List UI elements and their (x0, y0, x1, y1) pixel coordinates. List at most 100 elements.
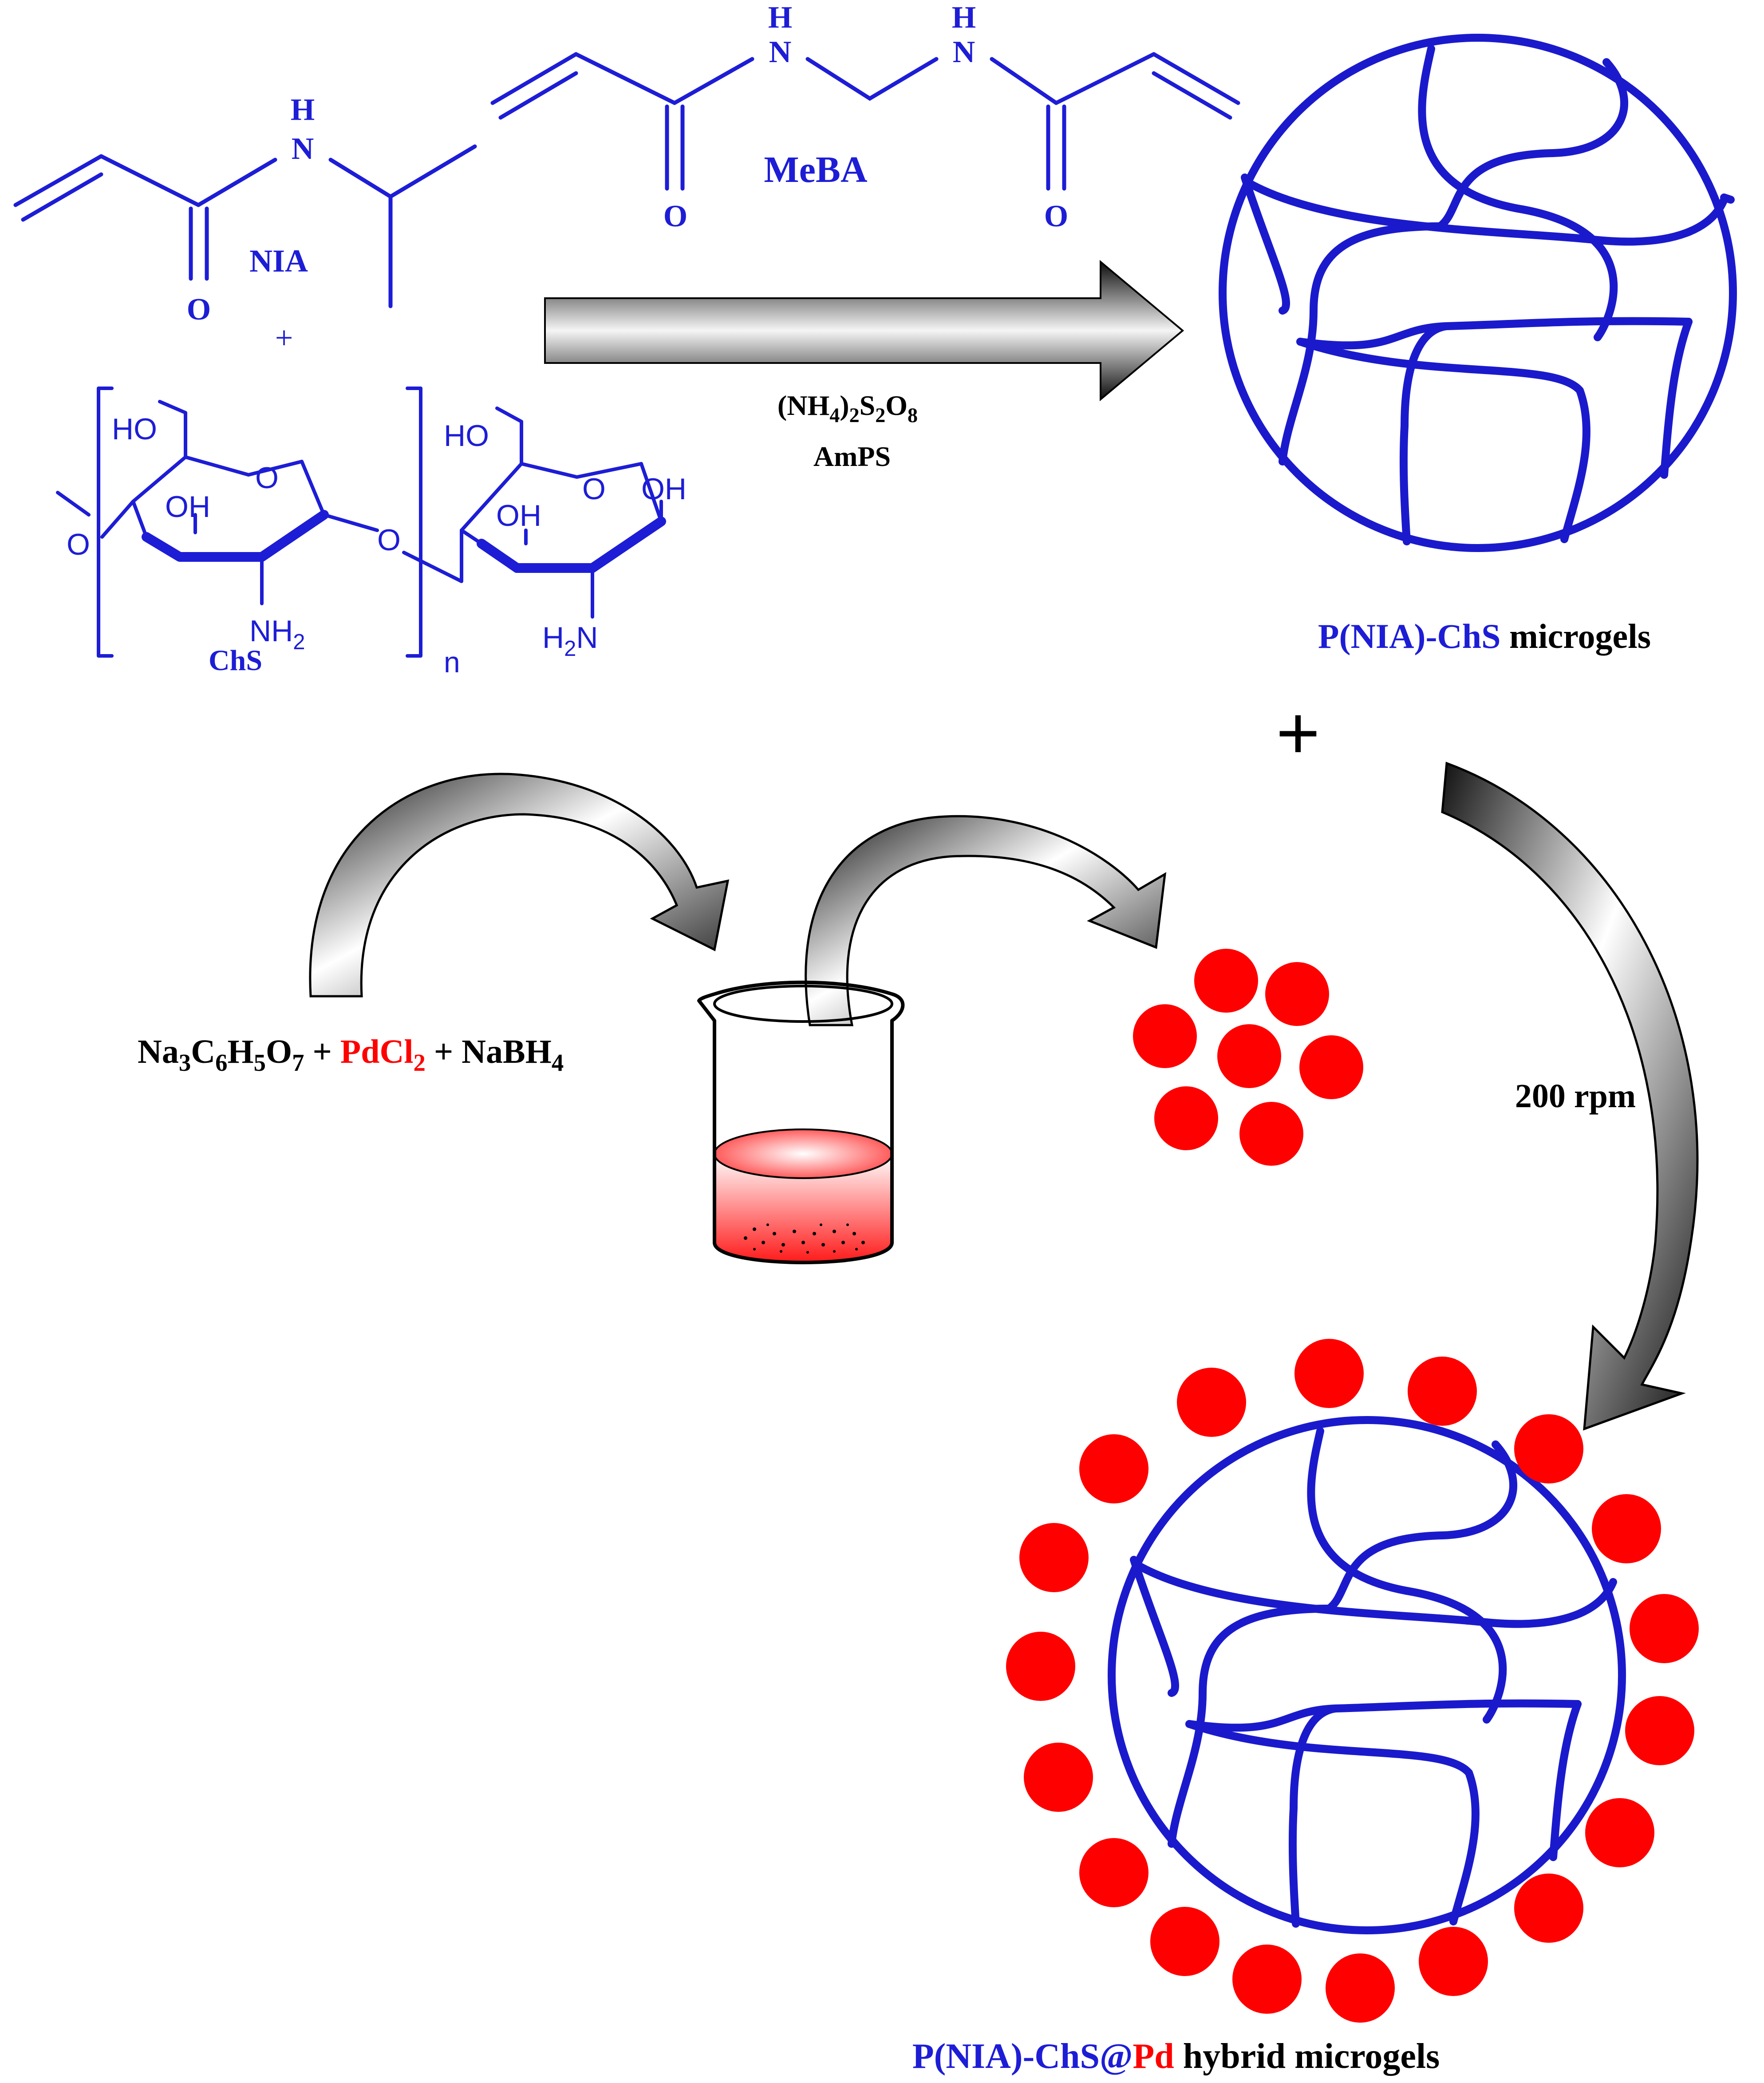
repeat-bracket-right (406, 387, 422, 658)
pd-nanoparticle (1419, 1927, 1488, 1996)
plus-big: + (1276, 691, 1320, 775)
meba-atom-o1: O (663, 199, 687, 233)
pd-nanoparticle (1177, 1368, 1246, 1437)
chs-left-ch2oh (158, 400, 187, 459)
nia-n-c-bond (328, 158, 393, 199)
chs-ring-left-right (300, 460, 326, 517)
chs-left-chain-o (56, 491, 135, 539)
pd-nanoparticle (1133, 1004, 1197, 1068)
pd-nanoparticle (1592, 1494, 1661, 1563)
pd-nanoparticle (1154, 1086, 1218, 1150)
hybrid-strand-4 (1130, 1556, 1179, 1697)
chs-oh-right-ring: OH (496, 499, 541, 533)
beaker-rim (713, 985, 893, 1023)
pd-nanoparticle (1630, 1594, 1699, 1663)
meba-carbonyl-left (665, 104, 685, 191)
chs-bridge-o: O (377, 523, 401, 557)
pd-nanoparticle (1232, 1945, 1302, 2014)
pd-nanoparticle (1625, 1696, 1694, 1765)
microgel-strand-4 (1241, 174, 1290, 315)
microgel-network (1219, 34, 1737, 552)
microgel-strand-6 (1296, 317, 1693, 350)
nia-atom-h: H (291, 93, 315, 127)
nia-vinyl-double-bond (13, 154, 103, 222)
microgel-boundary (1219, 34, 1737, 552)
hybrid-strand-6 (1185, 1699, 1582, 1732)
hybrid-strand-1 (1307, 1427, 1507, 1724)
hybrid-pd-shell (1006, 1339, 1699, 2023)
pd-nanoparticle (1408, 1357, 1477, 1426)
meba-atom-h1: H (768, 0, 792, 35)
repeat-bracket-left (97, 387, 114, 658)
pd-nanoparticle (1514, 1874, 1583, 1943)
pd-nanoparticle (1294, 1339, 1364, 1408)
chs-ring-o-right: O (582, 472, 606, 506)
plus-small: + (275, 320, 293, 355)
pd-nanoparticle-cluster (1133, 949, 1363, 1166)
reagent-name: AmPS (813, 441, 891, 472)
microgel-strand-8 (1660, 318, 1693, 479)
reaction-arrow-1 (544, 260, 1184, 402)
chs-bridge (322, 513, 463, 583)
meba-vinyl-left (490, 52, 578, 120)
reagent-label: (NH4)2S2O8 AmPS (777, 390, 918, 472)
pd-nanoparticle (1217, 1024, 1281, 1088)
chs-ring-o-left: O (255, 461, 279, 495)
nia-atom-n: N (292, 132, 314, 166)
beaker-liquid-surface (714, 1128, 893, 1179)
meba-label: MeBA (764, 149, 868, 190)
pd-nanoparticle (1265, 962, 1329, 1026)
microgel-strand-7 (1399, 322, 1451, 545)
microgel-strand-10 (1720, 193, 1735, 204)
nia-isopropyl-bonds (388, 144, 477, 308)
nia-label: NIA (249, 243, 308, 279)
microgel-strand-1 (1418, 45, 1618, 341)
chs-ring-right-back (520, 462, 643, 479)
nia-atom-o: O (187, 292, 211, 327)
chs-chain-o: O (67, 528, 90, 561)
chs-ring-right-right (639, 462, 663, 523)
pd-reactants: Na3C6H5O7 + PdCl2 + NaBH4 (138, 1033, 564, 1076)
hybrid-strand-8 (1549, 1700, 1582, 1861)
meba-methylene (805, 57, 939, 101)
hybrid-strand-3 (1132, 1560, 1617, 1628)
hybrid-strand-2 (1325, 1440, 1517, 1613)
meba-labels: H N H N O O MeBA (663, 0, 1068, 233)
meba-atom-o2: O (1044, 199, 1068, 233)
beaker-glass (697, 980, 905, 1264)
chs-labels: HO OH O NH2 O HO OH O OH H2N O n ChS (67, 412, 687, 679)
pd-nanoparticle (1239, 1102, 1303, 1166)
nia-molecule (13, 144, 477, 308)
hybrid-microgel-boundary (1108, 1416, 1626, 1934)
chs-oh-right-anomeric: OH (641, 472, 687, 506)
meba-atom-n1: N (769, 35, 792, 69)
chs-label: ChS (209, 644, 262, 677)
chs-nh2-left: NH2 (249, 614, 305, 654)
meba-c-c-right (1054, 52, 1156, 105)
pd-nanoparticle (1079, 1838, 1148, 1907)
meba-c-c-left (574, 52, 677, 105)
reagent-formula: (NH4)2S2O8 (777, 390, 918, 426)
pd-nanoparticle (1150, 1907, 1219, 1976)
beaker-liquid-body (714, 1154, 892, 1262)
beaker (697, 980, 905, 1264)
chs-ho-right: HO (444, 419, 489, 453)
chs-ho-left: HO (112, 412, 157, 446)
meba-vinyl-right (1152, 52, 1240, 120)
chs-repeat-n: n (444, 646, 460, 679)
pd-nanoparticle (1019, 1523, 1089, 1592)
stirring-label: 200 rpm (1515, 1077, 1636, 1115)
pd-nanoparticle (1079, 1434, 1148, 1503)
microgel-strand-5 (1279, 222, 1444, 466)
microgel-strand-3 (1243, 178, 1728, 246)
beaker-precipitate (744, 1223, 865, 1254)
pd-nanoparticle (1514, 1414, 1583, 1483)
pd-nanoparticle (1585, 1798, 1654, 1867)
curved-arrow-mixing (1441, 761, 1699, 1431)
curved-arrow-reactants-to-beaker (309, 773, 730, 998)
nia-c-c-bond (99, 154, 201, 207)
curved-arrow-beaker-to-nanoparticles (805, 815, 1167, 1026)
chs-ring-left-front (142, 510, 329, 562)
chs-ring-right-front (477, 517, 666, 573)
